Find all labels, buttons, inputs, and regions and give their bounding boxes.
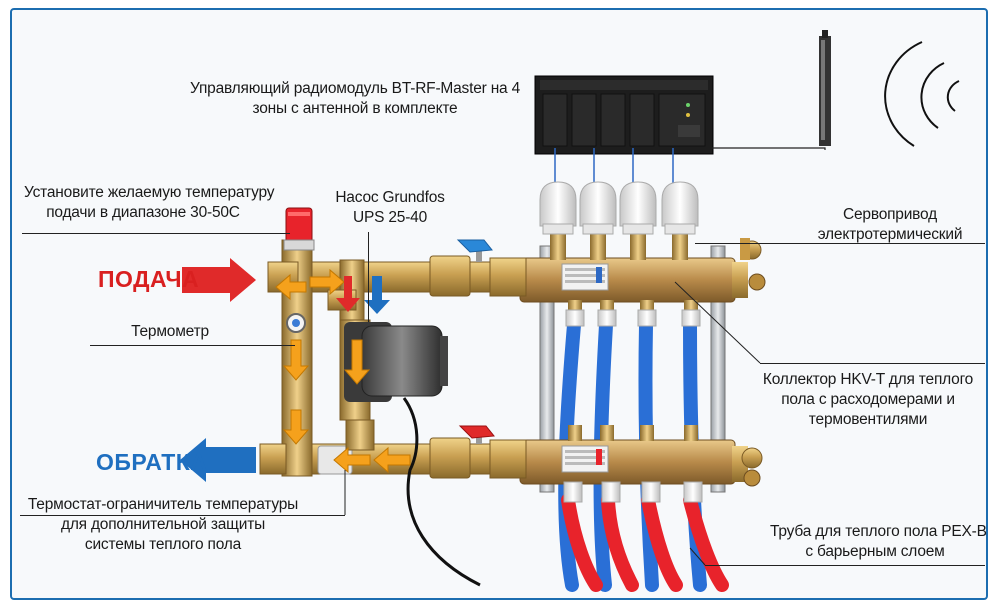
label-collector-line2: пола с расходомерами и	[781, 391, 955, 408]
label-servo-line1: Сервопривод	[843, 206, 937, 223]
servo-4	[661, 181, 699, 260]
label-thermostat-line1: Термостат-ограничитель температуры	[27, 496, 299, 513]
leader-thermometer	[90, 345, 295, 346]
connecting-pipes	[269, 255, 527, 479]
thermostatic-head	[283, 207, 315, 251]
label-pipe: Труба для теплого пола PEX-B с барьерным…	[770, 522, 987, 562]
label-thermometer: Термометр	[131, 323, 209, 340]
label-pipe-line2: с барьерным слоем	[805, 543, 945, 560]
servo-wires	[554, 148, 674, 186]
label-radio-module-line1: Управляющий радиомодуль BT-RF-Master на …	[190, 80, 520, 97]
valve-handle-icon	[456, 239, 493, 262]
label-thermostat: Термостат-ограничитель температуры для д…	[22, 495, 304, 555]
thermometer-icon	[286, 313, 306, 333]
return-manifold	[519, 425, 763, 503]
servo-2	[579, 181, 617, 260]
mounting-brackets	[539, 245, 726, 493]
label-thermostat-line2: для дополнительной защиты	[60, 516, 266, 533]
label-servo-line2: электротермический	[817, 226, 963, 243]
label-set-temperature: Установите желаемую температуру подачи в…	[24, 183, 275, 223]
label-set-temperature-line1: Установите желаемую температуру	[24, 184, 275, 201]
flow-arrows	[275, 268, 411, 474]
valve-handle-icon	[458, 425, 495, 444]
label-radio-module-line2: зоны с антенной в комплекте	[252, 100, 458, 117]
servo-3	[619, 181, 657, 260]
label-supply: ПОДАЧА	[98, 266, 200, 292]
label-pump-line1: Насос Grundfos	[335, 189, 445, 206]
label-pump: Насос Grundfos UPS 25-40	[330, 188, 450, 228]
label-set-temperature-line2: подачи в диапазоне 30-50С	[46, 204, 240, 221]
leader-pump	[368, 232, 369, 322]
label-thermostat-line3: системы теплого пола	[84, 536, 242, 553]
leader-servo	[695, 243, 985, 244]
label-collector-line1: Коллектор HKV-T для теплого	[762, 371, 974, 388]
mix-arrows	[336, 276, 390, 314]
leader-pipe	[705, 565, 985, 566]
leader-thermostat	[20, 515, 345, 516]
label-return: ОБРАТКА	[96, 449, 208, 475]
supply-manifold	[519, 238, 766, 327]
label-collector-line3: термовентилями	[808, 411, 928, 428]
label-servo: Сервопривод электротермический	[805, 205, 975, 245]
servo-actuators	[539, 181, 699, 260]
supply-arrow-icon	[182, 258, 256, 302]
label-radio-module: Управляющий радиомодуль BT-RF-Master на …	[185, 79, 525, 119]
antenna-cable	[712, 147, 826, 150]
radio-module	[534, 75, 714, 155]
return-arrow-icon	[180, 438, 256, 482]
label-collector: Коллектор HKV-T для теплого пола с расхо…	[762, 370, 974, 430]
leader-collector	[760, 363, 985, 364]
radio-waves-icon	[884, 41, 960, 147]
leader-set-temp	[22, 233, 290, 234]
antenna-icon	[819, 30, 831, 146]
label-pipe-line1: Труба для теплого пола PEX-B	[770, 523, 987, 540]
servo-1	[539, 181, 577, 260]
label-pump-line2: UPS 25-40	[352, 209, 428, 226]
